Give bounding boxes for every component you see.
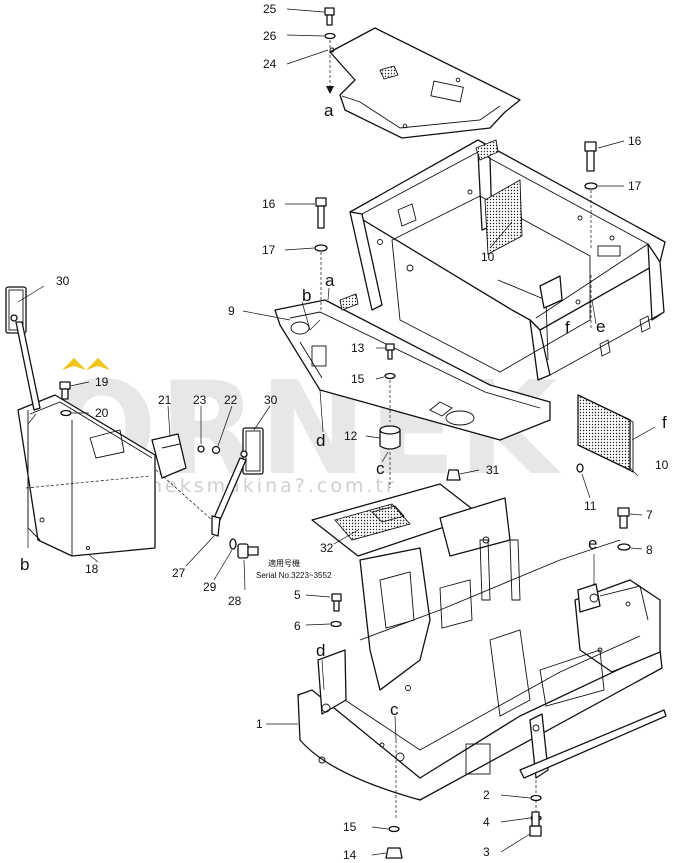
washer-17-right [584, 182, 598, 190]
washer-6 [330, 620, 342, 628]
upper-frame [349, 139, 666, 381]
part-labels: 25 26 24 16 17 16 17 10 30 9 13 15 12 19… [56, 2, 669, 862]
washer-8 [617, 543, 631, 551]
label-32: 32 [320, 541, 334, 555]
watermark-logo-accent [62, 358, 110, 370]
letter-e-top: e [596, 317, 605, 336]
mirror-30-left [5, 286, 41, 411]
serial-note-range: Serial No.3223~3552 [256, 571, 332, 580]
label-30-left: 30 [56, 274, 70, 288]
washer-17-left [314, 244, 328, 252]
letter-b-panel: b [20, 555, 29, 574]
connection-letters: a a b b d d c c e e f f [20, 101, 667, 719]
label-13: 13 [351, 341, 365, 355]
serial-note-jp: 適用号機 [268, 558, 300, 568]
bolt-23 [197, 445, 205, 453]
label-15-upper: 15 [351, 372, 365, 386]
nut-31 [446, 469, 461, 481]
letter-c-mid: c [376, 459, 385, 478]
label-16-right: 16 [628, 134, 642, 148]
label-30-right: 30 [264, 393, 278, 407]
washer-20 [60, 409, 72, 417]
label-28: 28 [228, 594, 242, 608]
label-11: 11 [584, 499, 597, 513]
letter-e-low: e [588, 534, 597, 553]
letter-f-mid: f [565, 318, 570, 337]
label-18: 18 [85, 562, 99, 576]
label-7: 7 [646, 508, 653, 522]
mirror-30-right [211, 427, 264, 537]
letter-f-panel: f [662, 413, 667, 432]
letter-d-low: d [316, 641, 325, 660]
label-17-right: 17 [628, 179, 642, 193]
bolt-25 [324, 7, 335, 26]
washer-29 [229, 538, 237, 550]
bolt-19 [59, 381, 71, 390]
letter-b-frame: b [302, 286, 311, 305]
label-4: 4 [483, 815, 490, 829]
letter-c-low: c [390, 700, 399, 719]
label-26: 26 [263, 29, 277, 43]
lower-frame [297, 497, 667, 801]
label-9: 9 [228, 304, 235, 318]
washer-2 [530, 794, 542, 802]
label-21: 21 [158, 393, 172, 407]
label-20: 20 [95, 406, 109, 420]
label-27: 27 [172, 566, 186, 580]
label-23: 23 [193, 393, 207, 407]
label-8: 8 [646, 543, 653, 557]
bolt-3 [529, 811, 542, 837]
label-31: 31 [486, 463, 500, 477]
spacer-12 [379, 425, 401, 450]
letter-d-mid: d [316, 431, 325, 450]
bolt-16-right [584, 141, 597, 172]
bolt-13 [385, 343, 395, 351]
label-19: 19 [95, 375, 109, 389]
nut-22 [211, 445, 221, 455]
label-15-lower: 15 [343, 820, 357, 834]
side-panel-10 [577, 394, 634, 473]
base-plate [274, 293, 551, 441]
label-24: 24 [263, 57, 277, 71]
letter-a-top: a [324, 101, 334, 120]
top-cover [329, 27, 521, 139]
label-25: 25 [263, 2, 277, 16]
leader-lines [17, 8, 656, 856]
washer-26 [324, 32, 336, 40]
label-3: 3 [483, 845, 490, 859]
bolt-7 [617, 507, 630, 517]
serial-note: 適用号機 Serial No.3223~3552 [256, 558, 332, 580]
label-10-frame: 10 [481, 250, 495, 264]
label-22: 22 [224, 393, 238, 407]
label-12: 12 [344, 429, 358, 443]
label-14: 14 [343, 848, 357, 862]
label-6: 6 [294, 619, 301, 633]
bolt-5 [331, 593, 342, 602]
grommet-11 [576, 463, 584, 473]
left-cover [17, 394, 156, 557]
bracket-21 [151, 433, 187, 479]
letter-a-mid: a [325, 271, 335, 290]
floor-plate-32 [311, 483, 481, 557]
washer-15-upper [384, 372, 396, 380]
label-2: 2 [483, 788, 490, 802]
label-29: 29 [203, 580, 217, 594]
label-5: 5 [294, 588, 301, 602]
nut-14 [385, 847, 403, 859]
label-16-left: 16 [262, 197, 276, 211]
bolt-28 [237, 543, 259, 559]
label-1: 1 [256, 717, 263, 731]
washer-15-lower [388, 825, 400, 833]
label-17-left: 17 [262, 243, 276, 257]
label-10-panel: 10 [655, 458, 669, 472]
bolt-16-left [315, 197, 327, 229]
